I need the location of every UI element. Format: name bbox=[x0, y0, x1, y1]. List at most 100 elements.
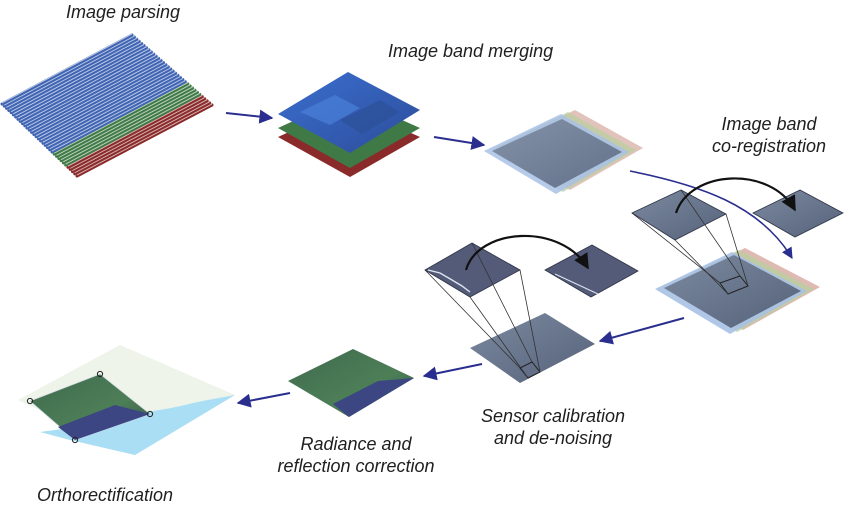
band-strip bbox=[36, 67, 173, 141]
band-strip-highlight bbox=[60, 88, 196, 161]
band-strip bbox=[55, 84, 192, 158]
label-radiance-correction: Radiance and reflection correction bbox=[258, 433, 454, 477]
orthorectified-map bbox=[18, 345, 235, 455]
band-strip-highlight bbox=[74, 101, 210, 174]
label-sensor-calibration-line1: Sensor calibration bbox=[480, 406, 626, 426]
band-strip bbox=[14, 46, 149, 119]
band-strip-highlight bbox=[44, 73, 179, 145]
band-strip bbox=[18, 50, 153, 123]
band-strip bbox=[25, 56, 161, 130]
band-strip-highlight bbox=[76, 103, 213, 176]
label-orthorectification: Orthorectification bbox=[37, 485, 174, 505]
band-strip bbox=[73, 101, 212, 176]
band-strip-highlight bbox=[19, 50, 152, 121]
band-strip bbox=[20, 52, 156, 126]
label-co-registration: Image band co-registration bbox=[694, 113, 844, 157]
radiance-corrected-tile bbox=[288, 349, 414, 417]
label-sensor-calibration: Sensor calibration and de-noising bbox=[460, 405, 646, 449]
band-strip bbox=[43, 73, 180, 147]
band-strip-highlight bbox=[26, 56, 159, 128]
band-strip-highlight bbox=[13, 44, 145, 115]
band-strip-highlight bbox=[42, 71, 176, 143]
parsed-band-strips bbox=[0, 33, 214, 178]
calibration-zoom-tile-right bbox=[544, 244, 639, 298]
band-strip-highlight bbox=[49, 78, 184, 150]
band-strip-highlight bbox=[31, 61, 164, 132]
band-strip bbox=[9, 41, 144, 115]
band-strip bbox=[59, 88, 197, 163]
band-strip-highlight bbox=[8, 40, 140, 110]
band-strip bbox=[27, 58, 163, 132]
band-strip bbox=[64, 92, 202, 167]
flow-arrow-icon bbox=[225, 109, 274, 124]
band-strip bbox=[7, 39, 141, 113]
band-strip-highlight bbox=[6, 37, 138, 108]
band-strip bbox=[5, 37, 139, 110]
band-strip-highlight bbox=[15, 46, 147, 117]
flow-arrow-icon bbox=[422, 363, 483, 381]
flow-arrow-icon bbox=[598, 317, 685, 345]
band-strip bbox=[61, 90, 199, 165]
band-strip bbox=[30, 61, 166, 134]
band-strip bbox=[52, 82, 190, 156]
zoom-projection-lines bbox=[631, 189, 749, 295]
band-strip bbox=[32, 63, 168, 137]
flow-arrow-icon bbox=[433, 136, 486, 150]
band-strip bbox=[75, 103, 214, 178]
curved-arrow-icon bbox=[464, 234, 589, 271]
band-strip-highlight bbox=[40, 69, 174, 141]
band-strip bbox=[2, 35, 136, 108]
band-strip-highlight bbox=[47, 76, 181, 147]
band-strip-highlight bbox=[58, 86, 193, 158]
coregistration-zoom-tile-left bbox=[631, 189, 727, 241]
band-strip bbox=[45, 75, 182, 150]
band-strip bbox=[39, 69, 175, 143]
band-strip bbox=[23, 54, 158, 128]
band-strip bbox=[11, 44, 146, 117]
label-co-registration-line1: Image band bbox=[721, 114, 817, 134]
label-radiance-correction-line2: reflection correction bbox=[277, 456, 435, 476]
band-strip-highlight bbox=[56, 84, 191, 156]
band-strip-highlight bbox=[17, 48, 150, 119]
band-strip-highlight bbox=[72, 99, 208, 171]
band-strip-highlight bbox=[51, 80, 186, 152]
band-strip-highlight bbox=[35, 65, 169, 137]
band-strip-highlight bbox=[22, 52, 155, 123]
band-strip bbox=[16, 48, 151, 121]
band-strip-highlight bbox=[4, 35, 135, 106]
label-image-parsing: Image parsing bbox=[66, 2, 181, 22]
band-strip-highlight bbox=[29, 59, 162, 130]
curved-arrow-icon bbox=[674, 177, 796, 214]
band-strip-highlight bbox=[65, 93, 201, 165]
band-strip bbox=[0, 33, 134, 106]
band-strip-highlight bbox=[10, 42, 142, 113]
merged-band-layers bbox=[278, 72, 420, 177]
band-strip bbox=[41, 71, 178, 145]
band-strip bbox=[48, 78, 185, 152]
label-sensor-calibration-line2: and de-noising bbox=[493, 428, 613, 448]
band-strip bbox=[50, 80, 187, 154]
band-strip-highlight bbox=[33, 63, 167, 134]
coregistration-main-tile bbox=[655, 248, 820, 334]
band-strip bbox=[34, 65, 170, 139]
band-strip bbox=[70, 99, 209, 174]
band-strip-highlight bbox=[69, 97, 205, 169]
flow-arrow-icon bbox=[629, 170, 793, 259]
calibration-zoom-tile-left bbox=[424, 242, 521, 298]
band-strip bbox=[57, 86, 195, 161]
label-radiance-correction-line1: Radiance and bbox=[300, 434, 412, 454]
coregistration-zoom-tile-right bbox=[752, 189, 844, 238]
label-co-registration-line2: co-registration bbox=[711, 136, 827, 156]
flow-arrow-icon bbox=[236, 392, 291, 408]
band-strip-highlight bbox=[54, 82, 188, 154]
band-strip-highlight bbox=[63, 90, 198, 163]
band-strip-highlight bbox=[38, 67, 171, 139]
band-strip-highlight bbox=[24, 54, 157, 126]
band-strip-highlight bbox=[67, 95, 203, 167]
merged-composite-stack bbox=[484, 110, 643, 194]
band-strip-highlight bbox=[1, 33, 133, 104]
label-image-band-merging: Image band merging bbox=[388, 41, 554, 61]
zoom-projection-lines bbox=[424, 242, 541, 379]
